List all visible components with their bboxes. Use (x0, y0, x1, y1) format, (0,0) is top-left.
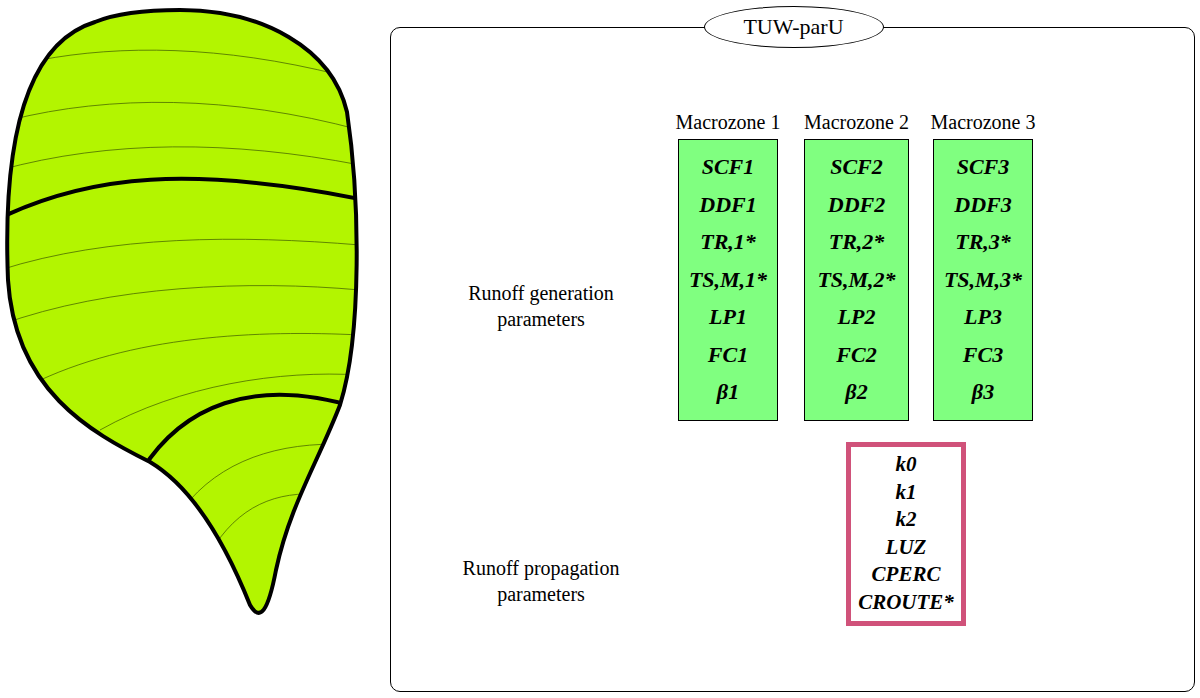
parameter-name: DDF2 (805, 186, 908, 224)
parameter-name: CROUTE* (851, 589, 961, 617)
parameter-name: FC3 (934, 336, 1032, 374)
section-label: Runoff propagation parameters (441, 555, 641, 607)
macrozone-boundaries (0, 179, 365, 470)
parameter-name: TR,1* (679, 223, 777, 261)
parameter-name: TS,M,2* (805, 261, 908, 299)
model-frame: TUW-parUMacrozone 1SCF1DDF1TR,1*TS,M,1*L… (390, 27, 1195, 692)
parameter-name: k1 (851, 479, 961, 507)
model-title: TUW-parU (704, 6, 884, 48)
parameter-name: LP3 (934, 298, 1032, 336)
parameter-name: FC2 (805, 336, 908, 374)
catchment-illustration (0, 0, 380, 698)
parameter-name: SCF1 (679, 148, 777, 186)
parameter-name: FC1 (679, 336, 777, 374)
parameter-name: k2 (851, 506, 961, 534)
macrozone-heading: Macrozone 3 (931, 111, 1036, 134)
parameter-name: LP2 (805, 298, 908, 336)
propagation-box: k0k1k2LUZCPERCCROUTE* (846, 442, 966, 626)
parameter-name: TS,M,1* (679, 261, 777, 299)
parameter-name: LUZ (851, 534, 961, 562)
parameter-name: β2 (805, 373, 908, 411)
parameter-name: k0 (851, 451, 961, 479)
parameter-name: DDF1 (679, 186, 777, 224)
section-label: Runoff generation parameters (441, 280, 641, 332)
catchment-fill (7, 10, 356, 613)
macrozone-box: Macrozone 1SCF1DDF1TR,1*TS,M,1*LP1FC1β1 (678, 139, 778, 421)
contour-lines (0, 50, 360, 545)
parameter-name: TS,M,3* (934, 261, 1032, 299)
parameter-name: β3 (934, 373, 1032, 411)
macrozone-heading: Macrozone 1 (676, 111, 781, 134)
parameter-name: SCF3 (934, 148, 1032, 186)
macrozone-box: Macrozone 3SCF3DDF3TR,3*TS,M,3*LP3FC3β3 (933, 139, 1033, 421)
parameter-name: LP1 (679, 298, 777, 336)
macrozone-box: Macrozone 2SCF2DDF2TR,2*TS,M,2*LP2FC2β2 (804, 139, 909, 421)
parameter-name: CPERC (851, 561, 961, 589)
catchment-outline (7, 10, 356, 613)
parameter-name: TR,3* (934, 223, 1032, 261)
parameter-name: SCF2 (805, 148, 908, 186)
macrozone-heading: Macrozone 2 (804, 111, 909, 134)
parameter-name: DDF3 (934, 186, 1032, 224)
parameter-name: β1 (679, 373, 777, 411)
parameter-name: TR,2* (805, 223, 908, 261)
